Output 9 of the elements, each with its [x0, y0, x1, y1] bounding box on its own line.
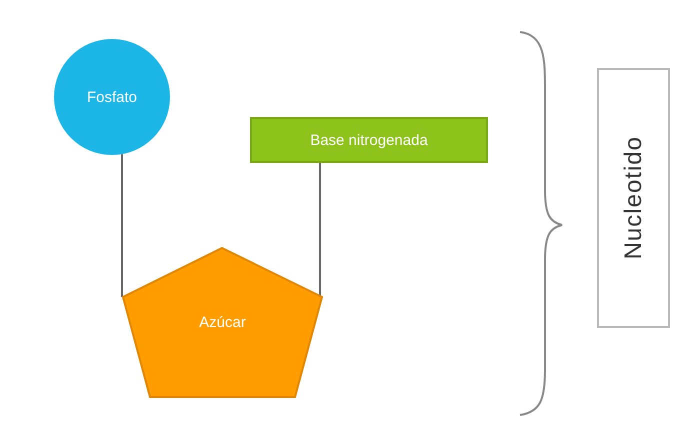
node-label: Base nitrogenada — [310, 132, 428, 148]
node-label: Azúcar — [199, 314, 246, 331]
node-label: Nucleotido — [620, 136, 648, 260]
base-bar — [250, 117, 488, 163]
connector-line — [319, 163, 321, 297]
node-label: Fosfato — [86, 88, 138, 106]
connector-line — [121, 154, 123, 297]
sugar-pentagon — [122, 247, 323, 398]
label-box — [597, 68, 670, 328]
